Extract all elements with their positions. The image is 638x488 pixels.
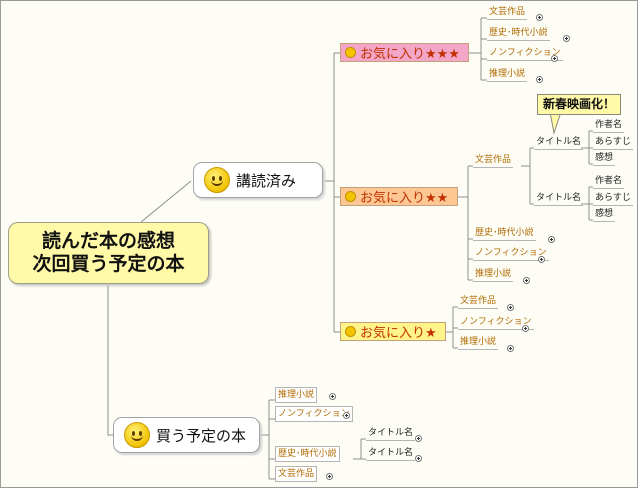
smiley-icon <box>124 422 150 448</box>
small-smiley-icon <box>345 47 356 58</box>
title-node[interactable]: タイトル名 <box>534 135 584 150</box>
smiley-icon <box>204 167 230 193</box>
title-node[interactable]: タイトル名 <box>534 191 584 206</box>
leaf-star3-mystery[interactable]: 推理小説 <box>487 67 528 82</box>
leaf-star3-nonfiction[interactable]: ノンフィクション <box>487 46 563 61</box>
expand-icon[interactable] <box>415 455 422 462</box>
central-topic-line2: 次回買う予定の本 <box>32 253 185 275</box>
expand-icon[interactable] <box>507 304 514 311</box>
leaf-star2-history[interactable]: 歴史･時代小説 <box>473 226 536 241</box>
topic-read-label: 講読済み <box>236 171 297 190</box>
subtopic-favorite-2star[interactable]: お気に入り★★ <box>340 187 458 206</box>
expand-icon[interactable] <box>507 345 514 352</box>
leaf-star1-literature[interactable]: 文芸作品 <box>458 294 499 309</box>
detail-author[interactable]: 作者名 <box>593 174 625 189</box>
detail-synopsis[interactable]: あらすじ <box>593 135 633 150</box>
leaf-planned-mystery[interactable]: 推理小説 <box>275 387 318 403</box>
topic-planned[interactable]: 買う予定の本 <box>113 417 260 453</box>
expand-icon[interactable] <box>329 393 336 400</box>
subtopic-favorite-3star-label: お気に入り★★★ <box>360 47 460 62</box>
expand-icon[interactable] <box>415 435 422 442</box>
subtopic-favorite-3star[interactable]: お気に入り★★★ <box>340 43 469 62</box>
leaf-planned-nonfiction[interactable]: ノンフィクション <box>275 406 353 422</box>
small-smiley-icon <box>345 326 356 337</box>
detail-synopsis[interactable]: あらすじ <box>593 191 633 206</box>
leaf-star1-mystery[interactable]: 推理小説 <box>458 335 499 350</box>
expand-icon[interactable] <box>563 35 570 42</box>
central-topic[interactable]: 読んだ本の感想 次回買う予定の本 <box>8 222 209 284</box>
callout-bubble[interactable]: 新春映画化！ <box>537 94 622 115</box>
expand-icon[interactable] <box>536 76 543 83</box>
leaf-planned-history[interactable]: 歴史･時代小説 <box>275 446 340 462</box>
leaf-star2-mystery[interactable]: 推理小説 <box>473 267 514 282</box>
callout-pointer <box>549 111 562 135</box>
central-topic-line1: 読んだ本の感想 <box>41 230 175 252</box>
expand-icon[interactable] <box>538 256 545 263</box>
topic-read[interactable]: 講読済み <box>193 162 323 198</box>
leaf-planned-literature[interactable]: 文芸作品 <box>275 466 318 482</box>
expand-icon[interactable] <box>326 473 333 480</box>
detail-author[interactable]: 作者名 <box>593 118 625 133</box>
expand-icon[interactable] <box>523 277 530 284</box>
subtopic-favorite-2star-label: お気に入り★★ <box>360 191 449 206</box>
expand-icon[interactable] <box>343 412 350 419</box>
title-node[interactable]: タイトル名 <box>366 446 416 461</box>
small-smiley-icon <box>345 191 356 202</box>
leaf-star2-nonfiction[interactable]: ノンフィクション <box>473 246 549 261</box>
leaf-star3-history[interactable]: 歴史･時代小説 <box>487 26 550 41</box>
expand-icon[interactable] <box>522 325 529 332</box>
leaf-star2-literature[interactable]: 文芸作品 <box>473 153 514 168</box>
leaf-star1-nonfiction[interactable]: ノンフィクション <box>458 315 534 330</box>
detail-impression[interactable]: 感想 <box>593 151 616 166</box>
leaf-star3-literature[interactable]: 文芸作品 <box>487 5 528 20</box>
expand-icon[interactable] <box>548 236 555 243</box>
expand-icon[interactable] <box>536 14 543 21</box>
detail-impression[interactable]: 感想 <box>593 207 616 222</box>
expand-icon[interactable] <box>551 55 558 62</box>
subtopic-favorite-1star[interactable]: お気に入り★ <box>340 322 446 341</box>
topic-planned-label: 買う予定の本 <box>156 426 247 445</box>
title-node[interactable]: タイトル名 <box>366 426 416 441</box>
subtopic-favorite-1star-label: お気に入り★ <box>360 326 437 341</box>
